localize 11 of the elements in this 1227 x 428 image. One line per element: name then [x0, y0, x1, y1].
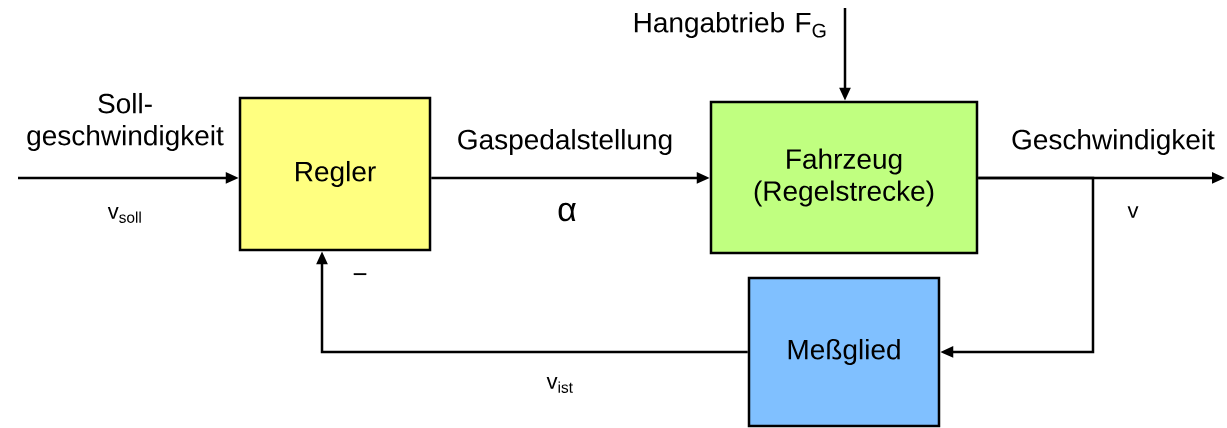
signal-label: v$_{ist}$	[546, 377, 573, 393]
edge-label: Soll- geschwindigkeit	[27, 92, 224, 152]
block-box: Meßglied	[747, 276, 941, 428]
edge-label: Hangabtrieb F$_{G}$	[634, 11, 826, 39]
block-box: Fahrzeug (Regelstrecke)	[709, 100, 979, 255]
signal-label: v$_{soll}$	[107, 207, 141, 223]
edge-label: Geschwindigkeit	[1012, 128, 1215, 156]
block-box: Regler	[238, 96, 432, 252]
signal-label: α	[558, 202, 576, 222]
signal-label: v	[1127, 206, 1139, 218]
edge-label: Gaspedalstellung	[458, 128, 672, 156]
